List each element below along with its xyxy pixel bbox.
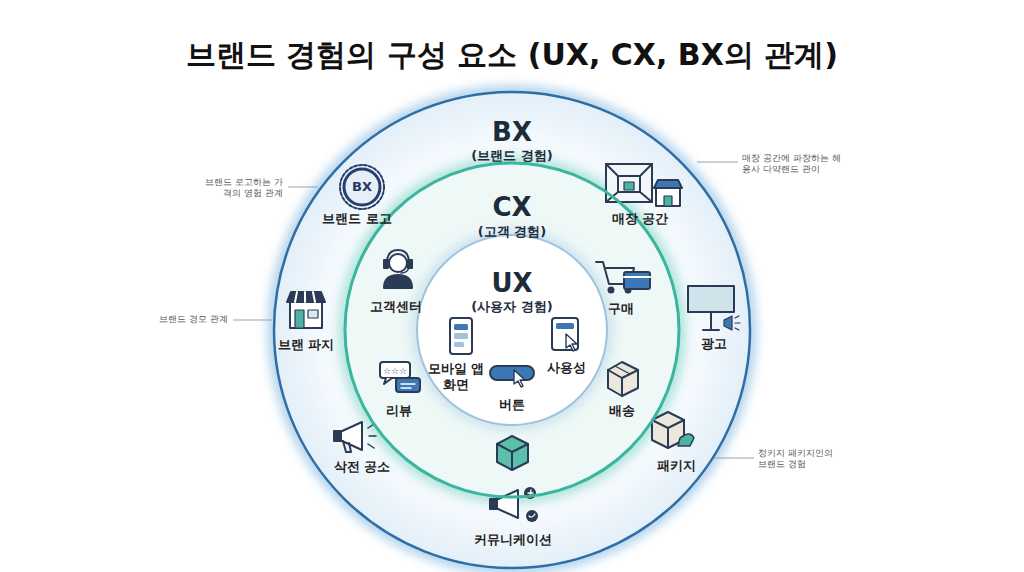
callout-note: 브랜드 경모 관계: [159, 314, 228, 325]
item-label: 패키지: [657, 458, 696, 474]
item-label: 매장 공간: [612, 211, 668, 227]
experience-circle: BX(브랜드 경험)CX(고객 경험)UX(사용자 경험): [274, 92, 750, 568]
tablet-icon: [552, 318, 578, 351]
bx-ring-fill: [274, 92, 750, 568]
item-label: 모바일 앱 화면: [424, 361, 488, 392]
circle-heading: UX: [491, 268, 532, 298]
shopfront-icon: [287, 292, 325, 328]
phone-icon: [450, 318, 472, 354]
circle-subtitle: (사용자 경험): [471, 298, 552, 316]
item-label: 커뮤니케이션: [474, 532, 552, 548]
inner-glow: [417, 235, 607, 425]
title: 브랜드 경험의 구성 요소 (UX, CX, BX의 관계): [0, 36, 1024, 74]
middle-glow: [345, 163, 679, 497]
megaphone-icon: [334, 422, 376, 452]
cx-ring-fill: [345, 163, 679, 497]
circle-heading: BX: [492, 117, 532, 147]
item-label: BX: [352, 179, 372, 195]
circle-subtitle: (고객 경험): [478, 223, 546, 241]
headset-icon: [384, 250, 412, 288]
box-icon: [497, 436, 528, 470]
svg-text:☆☆☆: ☆☆☆: [383, 366, 407, 376]
billboard-icon: [688, 286, 740, 330]
item-label: 고객센터: [370, 299, 422, 315]
outer-glow: [274, 92, 750, 568]
callout-note: 정키지 패키지인의 브랜드 경험: [758, 448, 834, 471]
item-label: 리뷰: [386, 403, 412, 419]
experience-circle: UX(사용자 경험): [417, 235, 607, 425]
callout-note: 매장 공간에 파장하는 헤용사 다약랜드 관이: [742, 153, 842, 176]
callout-note: 브랜드 로고하는 가격의 영험 관계: [201, 177, 283, 200]
circle-subtitle: (브랜드 경험): [471, 147, 552, 165]
item-label: 브랜 파지: [278, 337, 334, 353]
delivery-box-icon: [608, 362, 638, 396]
item-label: 구매: [608, 301, 634, 317]
cart-icon: [596, 262, 650, 293]
package-icon: [652, 412, 694, 448]
item-label: 광고: [701, 336, 727, 352]
item-label: 배송: [609, 403, 635, 419]
item-label: 브랜드 로고: [322, 211, 391, 227]
logo-badge: [340, 165, 384, 209]
item-label: 사용성: [547, 360, 586, 376]
item-label: 삭전 공소: [334, 459, 390, 475]
button-icon: [490, 366, 534, 387]
review-icon: ☆☆☆: [380, 362, 420, 392]
ux-fill: [417, 235, 607, 425]
item-label: 버튼: [499, 397, 525, 413]
circle-heading: CX: [492, 192, 531, 222]
circle-outline: [417, 235, 607, 425]
leader-lines: [233, 162, 754, 458]
communication-icon: [490, 487, 538, 522]
